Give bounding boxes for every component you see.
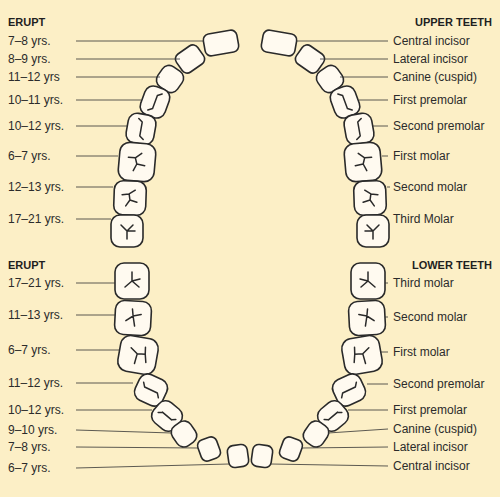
eruption-age: 10–12 yrs. <box>8 402 64 418</box>
eruption-age: 6–7 yrs. <box>8 148 51 164</box>
leader-line <box>385 317 388 318</box>
tooth-name: Third molar <box>393 275 454 291</box>
leader-line <box>76 383 133 384</box>
leader-lines <box>76 41 390 468</box>
eruption-age: 9–10 yrs. <box>8 422 57 438</box>
leader-line <box>381 352 388 353</box>
column-heading: UPPER TEETH <box>415 14 492 30</box>
tooth-name: Lateral incisor <box>393 439 468 455</box>
leader-line <box>76 315 115 316</box>
lower-teeth-left <box>114 263 249 468</box>
leader-line <box>367 384 388 385</box>
leader-line <box>76 350 119 351</box>
leader-line <box>271 464 388 466</box>
eruption-age: 6–7 yrs. <box>8 460 51 476</box>
tooth-name: Second premolar <box>393 118 484 134</box>
leader-line <box>76 410 152 411</box>
eruption-age: 10–11 yrs. <box>8 92 63 108</box>
leader-line <box>76 283 115 284</box>
tooth-name: First molar <box>393 344 450 360</box>
eruption-age: 6–7 yrs. <box>8 342 51 358</box>
tooth-name: First premolar <box>393 92 467 108</box>
tooth-name: Second molar <box>393 309 467 325</box>
leader-line <box>348 410 388 411</box>
leader-line <box>385 283 388 284</box>
eruption-age: 11–12 yrs. <box>8 375 63 391</box>
tooth-name: First molar <box>393 148 450 164</box>
leader-line <box>76 464 229 468</box>
tooth-name: Canine (cuspid) <box>393 69 477 85</box>
leader-line <box>76 126 127 127</box>
column-heading: LOWER TEETH <box>412 257 492 273</box>
eruption-age: 12–13 yrs. <box>8 179 64 195</box>
leader-line <box>76 447 198 448</box>
tooth-name: Central incisor <box>393 33 470 49</box>
leader-line <box>76 41 204 42</box>
column-heading: ERUPT <box>8 14 45 30</box>
tooth-name: Third Molar <box>393 211 454 227</box>
eruption-age: 17–21 yrs. <box>8 211 64 227</box>
lower-teeth-right <box>251 263 386 468</box>
leader-line <box>302 447 388 448</box>
upper-teeth-left <box>111 29 240 247</box>
leader-line <box>359 100 388 101</box>
leader-line <box>76 156 118 157</box>
tooth-name: Second premolar <box>393 376 484 392</box>
column-heading: ERUPT <box>8 257 45 273</box>
tooth-name: Second molar <box>393 179 467 195</box>
leader-line <box>76 430 172 433</box>
eruption-age: 11–12 yrs <box>8 69 60 85</box>
eruption-age: 17–21 yrs. <box>8 275 64 291</box>
eruption-age: 7–8 yrs. <box>8 33 51 49</box>
eruption-age: 11–13 yrs. <box>8 307 63 323</box>
leader-line <box>76 77 160 78</box>
leader-line <box>76 59 180 60</box>
tooth-name: Canine (cuspid) <box>393 421 477 437</box>
eruption-age: 8–9 yrs. <box>8 51 51 67</box>
eruption-age: 10–12 yrs. <box>8 118 64 134</box>
leader-line <box>76 187 113 188</box>
leader-line <box>76 100 141 101</box>
tooth-name: First premolar <box>393 402 467 418</box>
leader-line <box>387 187 390 188</box>
eruption-age: 7–8 yrs. <box>8 439 51 455</box>
upper-teeth-right <box>260 29 389 247</box>
tooth-name: Central incisor <box>393 458 470 474</box>
leader-line <box>328 429 388 433</box>
leader-line <box>382 156 388 157</box>
leader-line <box>296 41 388 42</box>
leader-line <box>320 59 388 60</box>
tooth-name: Lateral incisor <box>393 51 468 67</box>
leader-line <box>340 77 388 78</box>
leader-line <box>373 126 388 127</box>
leader-line <box>76 219 111 220</box>
